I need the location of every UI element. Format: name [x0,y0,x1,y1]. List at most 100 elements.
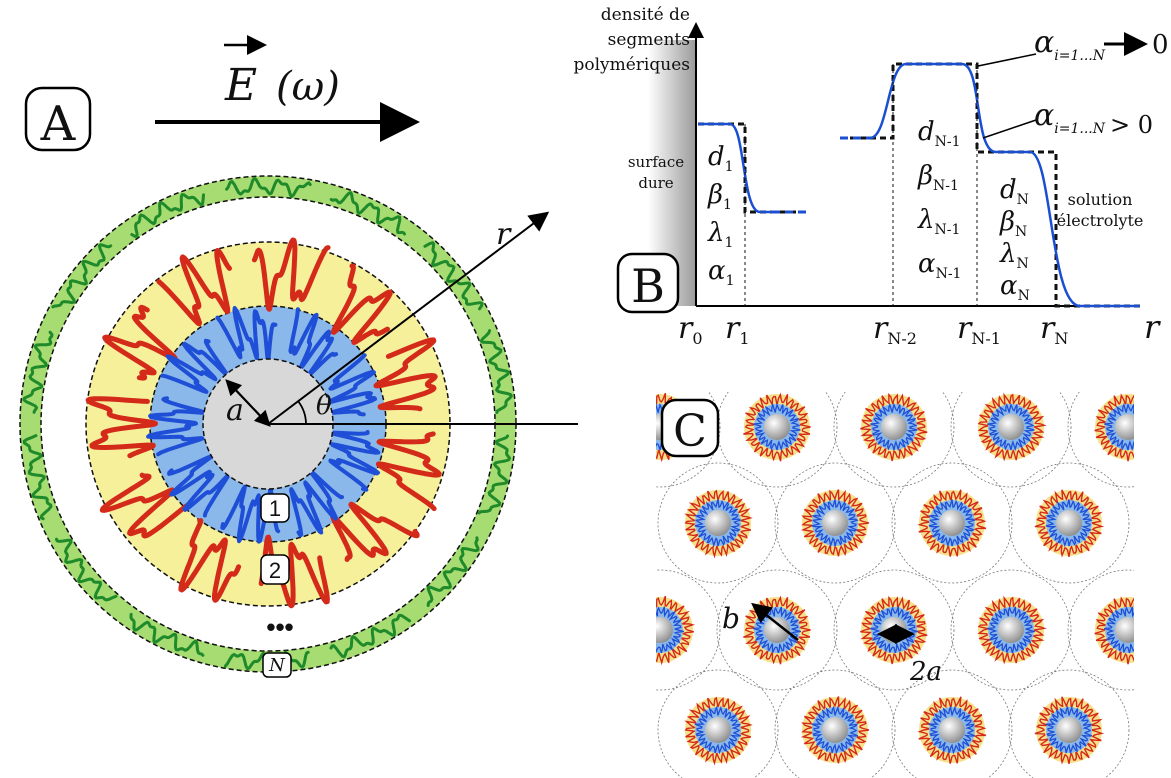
layer-n-chain [130,193,205,238]
lattice-red-chain [1034,489,1105,558]
layer-1-tag: 1 [260,493,290,523]
lattice-cell-boundary [657,462,779,584]
lattice-blue-chain [1104,402,1134,452]
param-n-2: λN [999,239,1029,272]
layer-n-chain [22,434,53,521]
layer-1-chain [160,338,230,394]
lattice-core [998,617,1024,643]
lattice-core [705,717,731,743]
surface-label-line-2: dure [638,174,673,192]
layer-1-chain [288,307,339,378]
layer-n-tag: N [262,652,292,678]
smooth-profile-1 [698,122,772,214]
layer-2-chain [156,248,232,327]
lattice-core [822,510,848,536]
lattice-red-chain [684,696,753,766]
lattice-red-chain [743,595,811,665]
field-symbol: E [224,60,257,111]
param-n-minus-1-2: λN-1 [917,205,960,238]
layer-2-chain [375,431,442,512]
lattice-blue-chain [927,499,976,548]
lattice-red-chain [917,489,987,557]
param-n-minus-1-1: βN-1 [917,161,959,194]
annot-mid-pointer [982,119,1037,139]
lattice-blue-chain [1045,705,1093,755]
lattice-particle [656,569,721,691]
svg-text:N: N [268,655,286,676]
cell-radius-arrow [751,602,799,641]
layer-1-chain [146,396,207,457]
x-tick-1: r1 [725,311,750,348]
panel-b-label-box [616,252,680,314]
lattice-cell-boundary [950,392,1072,488]
core-radius-label: a [226,393,244,428]
lattice-particle [1008,669,1130,778]
lattice-particle [950,569,1072,691]
layer-n-chain [423,241,484,311]
y-axis-title-line-1: densité de [601,5,690,25]
lattice-blue-chain [870,402,918,452]
layer-n-chain [329,613,412,659]
param-1-0: d1 [708,142,734,175]
angle-arc [297,400,307,425]
layer-2-chain [99,472,192,539]
lattice-blue-chain [928,705,976,755]
layer-2-chain [102,304,178,381]
lattice-cell-boundary [1008,669,1130,778]
panel-b: densité de segments polymériques surface… [573,5,1168,348]
lattice-particle [774,669,896,778]
radius-arrow [267,211,550,425]
lattice-cell-boundary [891,669,1013,778]
panel-c-label: C [673,406,707,457]
param-1-1: β1 [707,180,732,213]
layer-1-chain [326,353,377,417]
lattice-cell-boundary [716,569,838,691]
layer-ellipsis: ••• [266,612,293,642]
layer-2-chain [85,396,158,459]
lattice-blue-chain [987,402,1035,452]
layer-1-chain [215,306,278,363]
param-n-minus-1-3: αN-1 [918,249,961,282]
lattice-core [822,717,848,743]
param-n-3: αN [1000,271,1030,304]
lattice-particle [716,392,838,488]
lattice-cell-boundary [950,569,1072,691]
lattice-core [939,510,965,536]
lattice-blue-chain [869,606,919,654]
annot-top-symbol: αi=1...N [1034,25,1106,64]
lattice-core [1056,510,1082,536]
lattice-cell-boundary [1008,462,1130,584]
lattice-cell-boundary [774,462,896,584]
x-tick-3: rN-1 [957,311,1001,348]
lattice-blue-chain [1044,499,1093,548]
panel-b-label: B [631,259,665,313]
lattice-core [1056,717,1082,743]
layer-2-tag: 2 [260,554,290,585]
core-radius-arrow-back [231,385,271,427]
layer-2-chain [330,263,393,345]
lattice-red-chain [684,489,753,559]
smooth-profile-n [869,62,1140,308]
lattice-core [764,617,790,643]
layer-n-chain [477,434,511,515]
annot-mid-value: > 0 [1110,111,1153,139]
lattice-cell-boundary [656,569,721,691]
lattice-red-chain [743,392,811,462]
lattice-cell-boundary [1067,392,1134,488]
lattice-core [881,617,907,643]
lattice-particle [657,669,779,778]
layer-n-chain [225,176,312,198]
lattice-cell-boundary [657,669,779,778]
x-tick-2: rN-2 [873,311,917,348]
layer-2-chain [178,518,242,603]
lattice-core [705,510,731,536]
diameter-label: 2a [909,657,942,687]
lattice-core [1115,414,1134,440]
lattice-red-chain [977,595,1047,665]
angle-label: θ [316,391,332,421]
lattice-core [939,717,965,743]
lattice-cell-boundary [833,569,955,691]
layer-1-chain [167,454,230,518]
layer-2-chain [251,237,331,312]
